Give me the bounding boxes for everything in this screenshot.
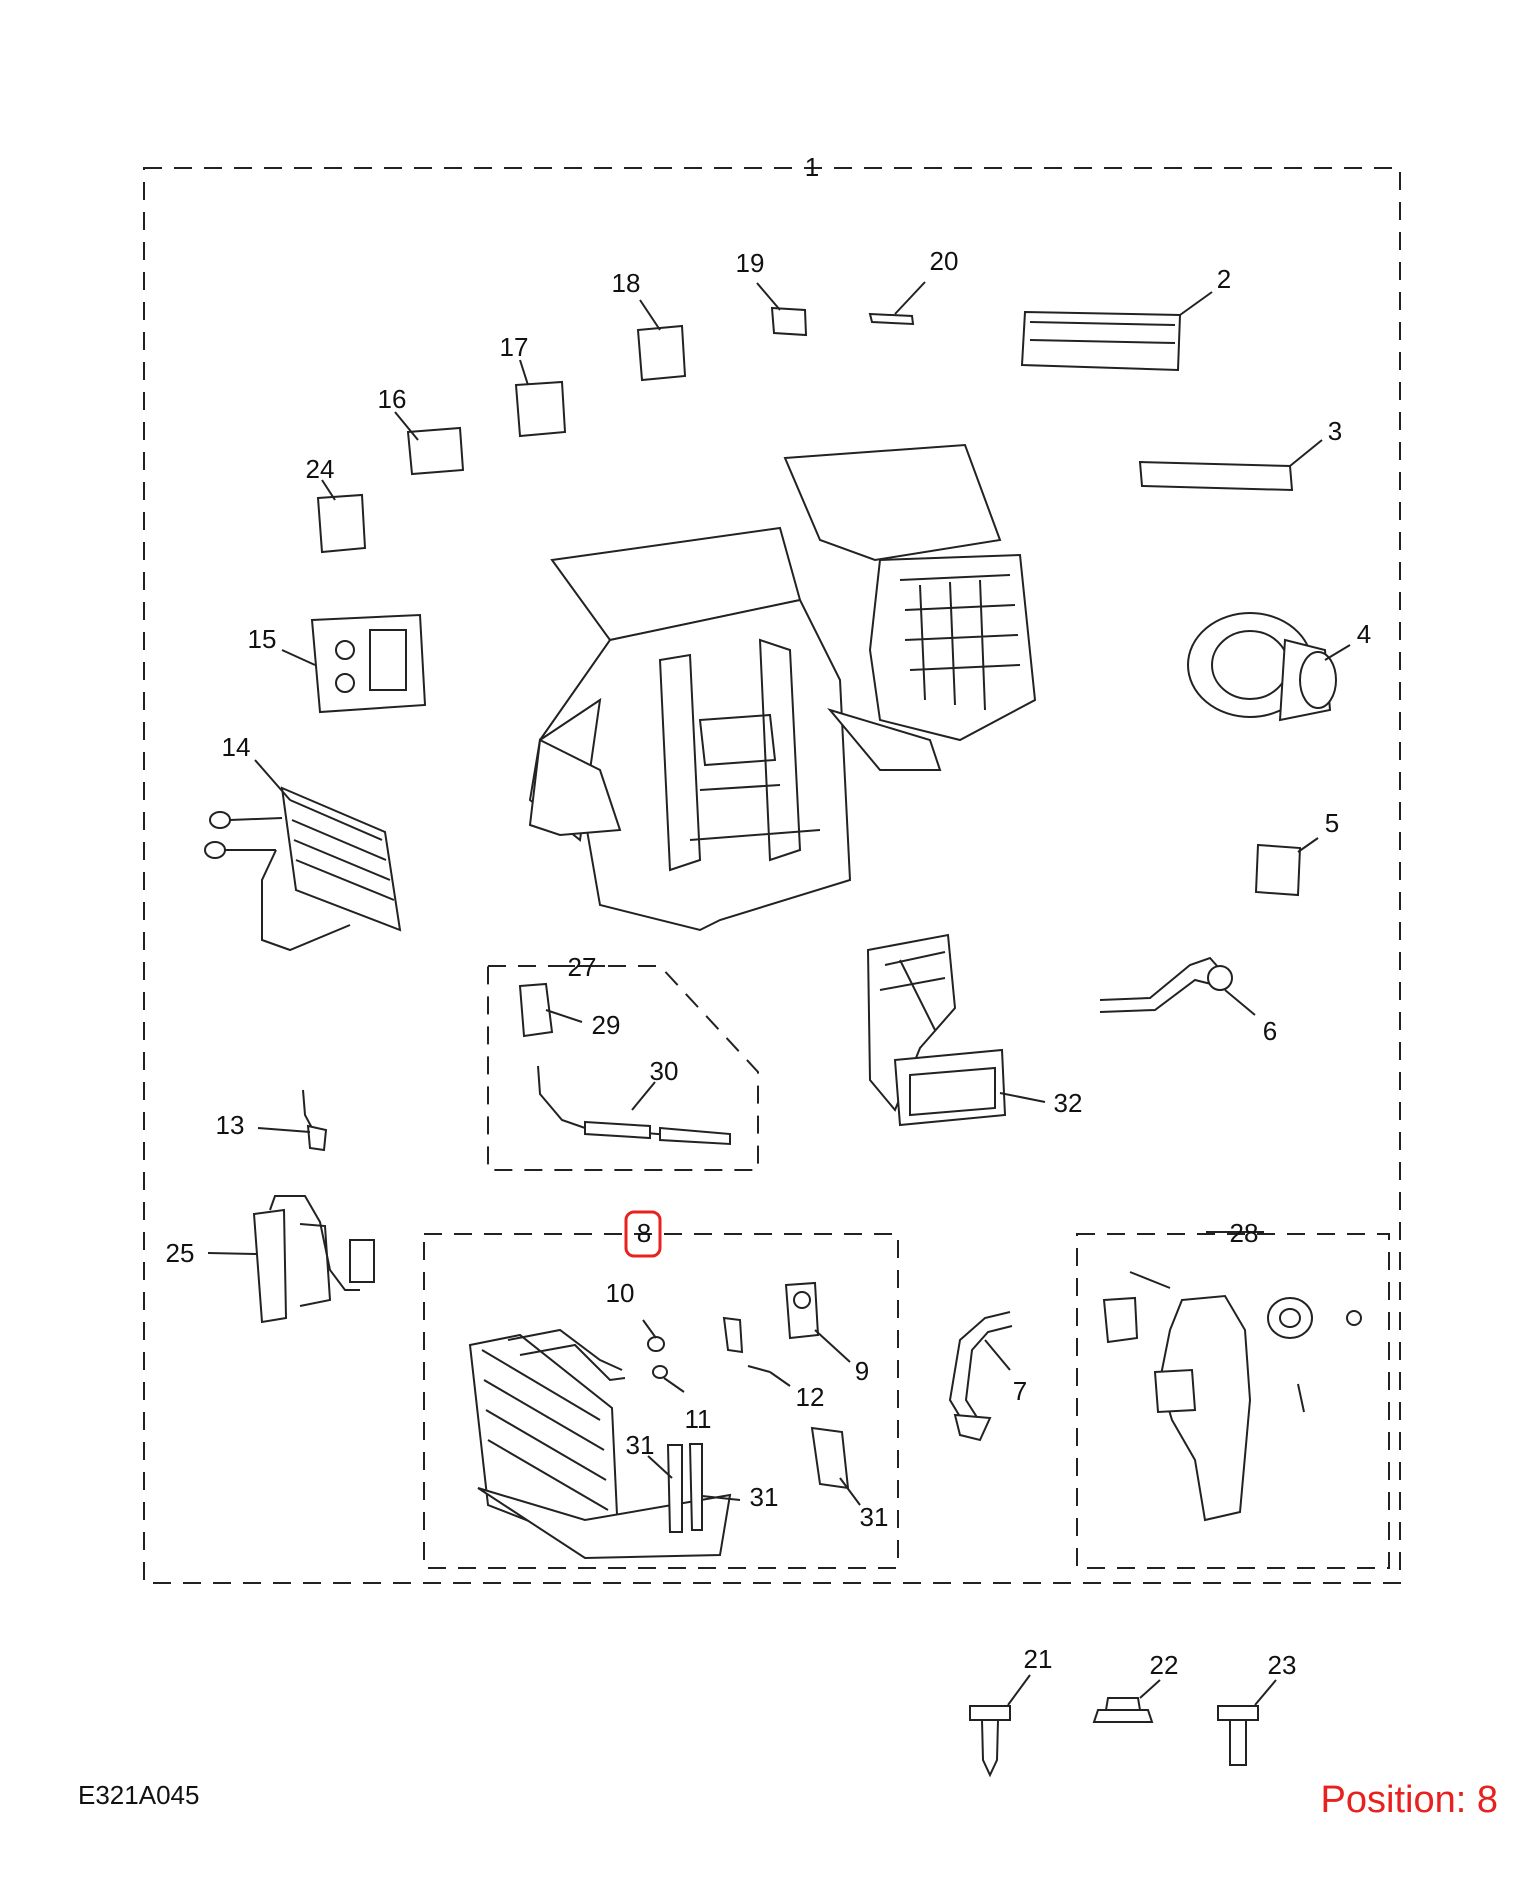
o-ring-11 bbox=[652, 1365, 668, 1379]
callout-6[interactable]: 6 bbox=[1263, 1016, 1277, 1046]
bracket-3 bbox=[1138, 460, 1294, 492]
bolt-21 bbox=[969, 1705, 1011, 1778]
actuator-18 bbox=[636, 324, 687, 382]
callout-11[interactable]: 11 bbox=[685, 1404, 712, 1434]
callout-7[interactable]: 7 bbox=[1013, 1376, 1027, 1406]
callout-19[interactable]: 19 bbox=[736, 248, 765, 278]
callout-2[interactable]: 2 bbox=[1217, 264, 1231, 294]
clip-20 bbox=[868, 312, 915, 326]
callout-24[interactable]: 24 bbox=[306, 454, 335, 484]
evaporator-8 bbox=[468, 1328, 850, 1560]
hose-7 bbox=[948, 1311, 1013, 1423]
callout-12[interactable]: 12 bbox=[796, 1382, 825, 1412]
sensor-13 bbox=[302, 1089, 313, 1129]
callout-31a[interactable]: 31 bbox=[626, 1430, 655, 1460]
callout-16[interactable]: 16 bbox=[378, 384, 407, 414]
clip-19 bbox=[770, 306, 808, 337]
callout-30[interactable]: 30 bbox=[650, 1056, 679, 1086]
callout-29[interactable]: 29 bbox=[592, 1010, 621, 1040]
diagram-reference: E321A045 bbox=[78, 1780, 199, 1810]
callout-13[interactable]: 13 bbox=[216, 1110, 245, 1140]
callout-18[interactable]: 18 bbox=[612, 268, 641, 298]
duct-32 bbox=[866, 933, 1007, 1127]
o-ring-10 bbox=[647, 1336, 665, 1352]
callout-4[interactable]: 4 bbox=[1357, 619, 1371, 649]
pipe-25 bbox=[252, 1195, 375, 1324]
callout-27[interactable]: 27 bbox=[568, 952, 597, 982]
blower-resistor bbox=[1254, 843, 1302, 897]
kit-28-parts bbox=[1102, 1271, 1362, 1522]
callout-9[interactable]: 9 bbox=[855, 1356, 869, 1386]
callout-1[interactable]: 1 bbox=[805, 152, 819, 182]
nut-22 bbox=[1092, 1697, 1154, 1723]
leader-lines bbox=[207, 281, 1351, 1506]
heater-core bbox=[204, 786, 402, 952]
position-highlight bbox=[624, 1210, 662, 1258]
position-label: Position: 8 bbox=[1321, 1779, 1498, 1821]
callout-32[interactable]: 32 bbox=[1054, 1088, 1083, 1118]
actuator-24 bbox=[316, 493, 367, 554]
callout-5[interactable]: 5 bbox=[1325, 808, 1339, 838]
drain-hose-6 bbox=[1099, 956, 1226, 1013]
kit-28-boundary bbox=[1076, 1233, 1390, 1569]
actuator-16 bbox=[406, 426, 465, 476]
callout-14[interactable]: 14 bbox=[222, 732, 251, 762]
callout-10[interactable]: 10 bbox=[606, 1278, 635, 1308]
callout-20[interactable]: 20 bbox=[930, 246, 959, 276]
callout-22[interactable]: 22 bbox=[1150, 1650, 1179, 1680]
callout-8[interactable]: 8 bbox=[637, 1218, 651, 1248]
pin-12 bbox=[747, 1365, 771, 1373]
blower-motor bbox=[1187, 612, 1337, 722]
kit-8-boundary bbox=[423, 1233, 899, 1569]
callout-21[interactable]: 21 bbox=[1024, 1644, 1053, 1674]
sensor-29 bbox=[518, 982, 554, 1038]
callout-3[interactable]: 3 bbox=[1328, 416, 1342, 446]
callout-25[interactable]: 25 bbox=[166, 1238, 195, 1268]
callout-15[interactable]: 15 bbox=[248, 624, 277, 654]
callout-31b[interactable]: 31 bbox=[750, 1482, 779, 1512]
callout-23[interactable]: 23 bbox=[1268, 1650, 1297, 1680]
actuator-17 bbox=[514, 380, 567, 438]
kit-27-boundary bbox=[487, 965, 759, 1171]
seal-15 bbox=[310, 613, 427, 714]
callout-31c[interactable]: 31 bbox=[860, 1502, 889, 1532]
hvac-housing bbox=[528, 443, 1037, 932]
bolt-23 bbox=[1217, 1705, 1259, 1766]
callout-17[interactable]: 17 bbox=[500, 332, 529, 362]
assembly-1-boundary bbox=[143, 167, 1401, 1584]
callout-28[interactable]: 28 bbox=[1230, 1218, 1259, 1248]
